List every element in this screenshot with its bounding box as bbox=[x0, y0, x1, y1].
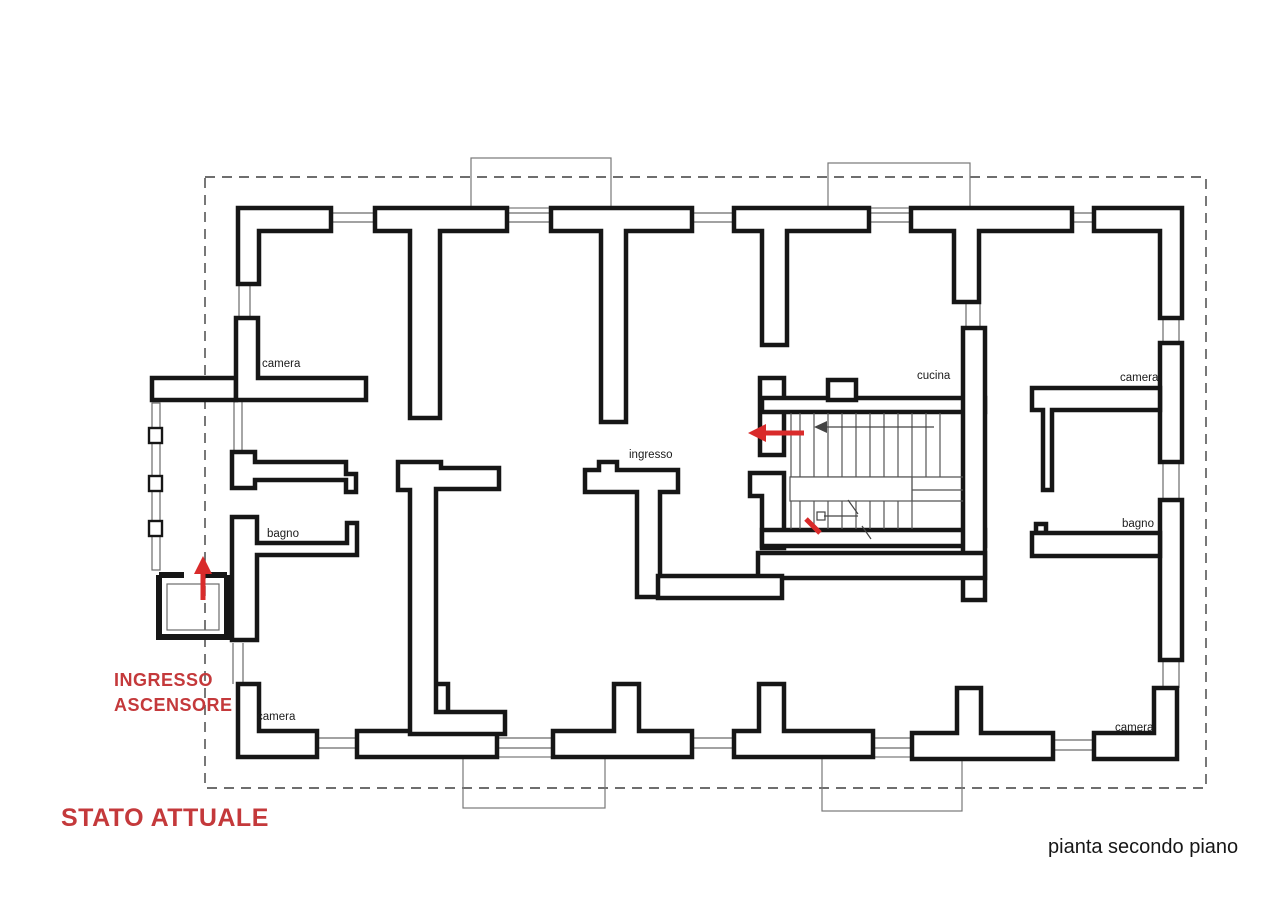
dashed-boundary bbox=[204, 176, 1207, 789]
balcony-bottom-left bbox=[462, 756, 606, 809]
room-label-bagno-right: bagno bbox=[1122, 518, 1154, 530]
room-label-camera-top-right: camera bbox=[1120, 372, 1159, 384]
wall-bottom-pier-3 bbox=[550, 681, 695, 760]
room-label-camera-top-left: camera bbox=[262, 358, 301, 370]
wall-stair-right bbox=[960, 325, 988, 603]
wall-corridor-top bbox=[149, 375, 239, 403]
room-label-cucina: cucina bbox=[917, 370, 951, 382]
elevator-entrance-note-line1: INGRESSO bbox=[114, 670, 214, 690]
red-tick-mark bbox=[804, 517, 822, 535]
wall-bottom-right-corner bbox=[1091, 685, 1180, 762]
wall-top-pier-4 bbox=[731, 205, 872, 348]
wall-top-left-corner bbox=[235, 205, 334, 287]
wall-top-pier-5 bbox=[908, 205, 1075, 305]
wall-bottom-left-corner bbox=[235, 681, 320, 760]
staircase bbox=[789, 413, 963, 540]
wall-central-left bbox=[395, 459, 508, 737]
red-arrows bbox=[194, 424, 822, 600]
wall-bagno-r bbox=[1029, 530, 1163, 559]
room-label-ingresso: ingresso bbox=[629, 449, 672, 461]
stair-direction-arrowhead bbox=[814, 421, 827, 433]
wall-bottom-pier-4 bbox=[731, 681, 876, 760]
left-arrow-icon bbox=[748, 424, 804, 442]
room-label-bagno-left: bagno bbox=[267, 528, 299, 540]
elevator-entrance-note-line2: ASCENSORE bbox=[114, 695, 233, 715]
up-arrow-icon bbox=[194, 556, 212, 600]
wall-cucina-stub bbox=[825, 377, 859, 403]
room-label-camera-bottom-left: camera bbox=[257, 711, 296, 723]
wall-bagno-l-top bbox=[229, 449, 359, 495]
wall-stair-bottom bbox=[759, 527, 988, 549]
room-label-camera-bottom-right: camera bbox=[1115, 722, 1154, 734]
wall-top-pier-2 bbox=[372, 205, 510, 421]
balconies bbox=[462, 157, 971, 812]
wall-stair-left-upper bbox=[757, 375, 787, 458]
wall-camera-tr-bottom bbox=[1029, 385, 1163, 493]
status-title: STATO ATTUALE bbox=[61, 804, 269, 832]
plan-caption: pianta secondo piano bbox=[1048, 836, 1239, 858]
elevator-entrance-note: INGRESSO ASCENSORE bbox=[114, 668, 233, 718]
wall-corridor-lower-2 bbox=[655, 573, 785, 601]
balcony-top-left bbox=[470, 157, 612, 209]
wall-corridor-lower-1 bbox=[755, 550, 988, 581]
balcony-bottom-right bbox=[821, 756, 963, 812]
room-labels: camera cucina camera ingresso bagno bagn… bbox=[257, 358, 1159, 734]
walls bbox=[149, 205, 1185, 762]
balcony-top-right bbox=[827, 162, 971, 209]
windows bbox=[151, 212, 1180, 751]
wall-top-right-corner bbox=[1091, 205, 1185, 321]
wall-bottom-pier-5 bbox=[909, 685, 1056, 762]
wall-bagno-l-bottom bbox=[229, 514, 360, 643]
wall-right-lower bbox=[1157, 497, 1185, 663]
elevator-shaft bbox=[147, 426, 230, 640]
wall-camera-tl-bottom bbox=[233, 315, 369, 403]
wall-right-upper bbox=[1157, 340, 1185, 465]
wall-stair-top bbox=[759, 395, 988, 415]
wall-top-pier-3 bbox=[548, 205, 695, 425]
